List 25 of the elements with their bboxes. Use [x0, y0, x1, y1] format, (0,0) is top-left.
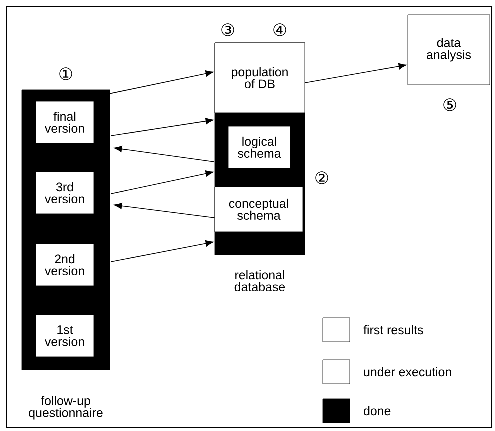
- arrow: [304, 63, 407, 84]
- arrow: [114, 146, 215, 162]
- stage-box: 3rd version: [36, 172, 94, 214]
- stage-box: conceptual schema: [214, 186, 304, 232]
- legend-text: first results: [364, 325, 424, 335]
- arrow: [110, 118, 214, 136]
- stage-box: final version: [36, 101, 94, 144]
- legend-text: done: [364, 406, 391, 416]
- arrow: [110, 240, 214, 262]
- column-caption: relational database: [234, 270, 286, 292]
- arrow: [110, 170, 214, 194]
- arrow: [114, 202, 216, 218]
- callout-number: ②: [316, 172, 328, 184]
- column-caption: follow-up questionnaire: [29, 396, 103, 420]
- legend-text: under execution: [364, 367, 452, 377]
- stage-box: data analysis: [408, 14, 490, 86]
- callout-number: ③: [222, 24, 234, 36]
- callout-number: ④: [274, 24, 286, 36]
- stage-box: population of DB: [214, 42, 306, 114]
- callout-number: ⑤: [444, 98, 456, 112]
- callout-number: ①: [60, 68, 72, 80]
- stage-box: 1st version: [36, 314, 94, 358]
- stage-box: 2nd version: [36, 244, 94, 286]
- stage-box: logical schema: [228, 126, 291, 169]
- arrow: [110, 70, 214, 94]
